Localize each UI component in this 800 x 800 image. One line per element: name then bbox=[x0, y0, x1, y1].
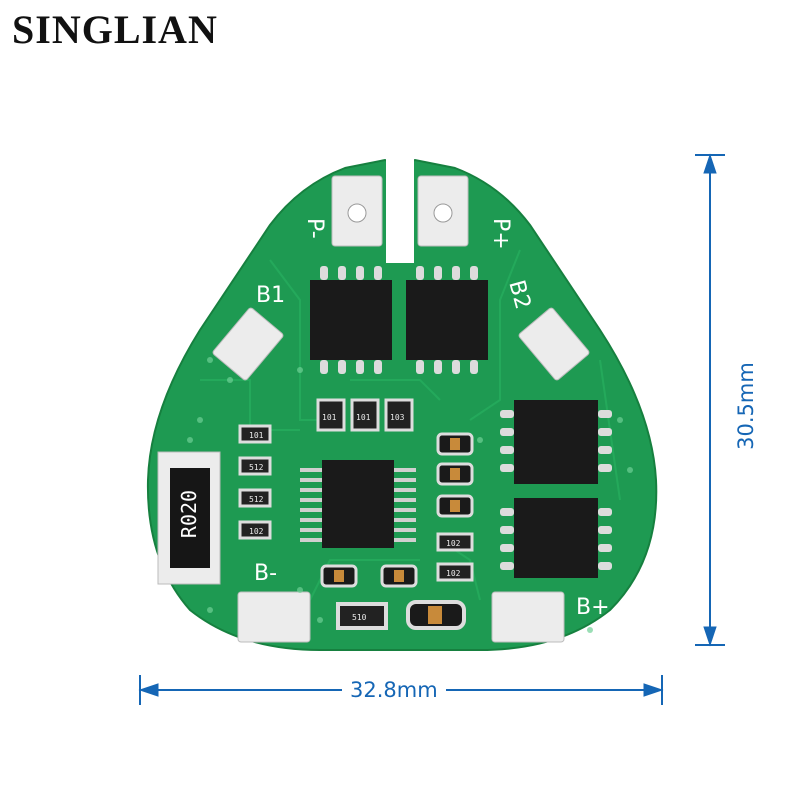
svg-text:103: 103 bbox=[390, 413, 405, 422]
svg-text:101: 101 bbox=[356, 413, 371, 422]
label-p-plus: P+ bbox=[488, 218, 513, 250]
shunt-resistor: R020 bbox=[157, 451, 221, 585]
protection-ic bbox=[300, 460, 416, 548]
vias bbox=[187, 357, 633, 633]
mosfet-chip-3 bbox=[500, 400, 612, 484]
dimension-height bbox=[695, 153, 725, 647]
pad-b2 bbox=[518, 307, 590, 381]
svg-text:101: 101 bbox=[322, 413, 337, 422]
capacitor-column: 102 102 bbox=[436, 432, 474, 582]
brand-logo: SINGLIAN bbox=[12, 7, 218, 52]
svg-text:510: 510 bbox=[352, 613, 367, 622]
mosfet-chip-4 bbox=[500, 498, 612, 578]
svg-text:102: 102 bbox=[249, 527, 264, 536]
svg-text:512: 512 bbox=[249, 463, 264, 472]
label-p-minus: P- bbox=[302, 218, 327, 239]
shunt-label: R020 bbox=[177, 490, 201, 538]
label-b1: B1 bbox=[256, 283, 285, 308]
svg-text:102: 102 bbox=[446, 539, 461, 548]
resistor-bottom bbox=[336, 602, 388, 630]
label-b-minus: B- bbox=[254, 561, 277, 586]
svg-text:512: 512 bbox=[249, 495, 264, 504]
svg-text:101: 101 bbox=[249, 431, 264, 440]
width-label: 32.8mm bbox=[342, 678, 446, 702]
resistor-column-left: 101 512 512 102 bbox=[238, 424, 272, 540]
pad-b1 bbox=[212, 307, 284, 381]
height-label: 30.5mm bbox=[733, 356, 758, 456]
label-b-plus: B+ bbox=[576, 595, 610, 620]
pad-b-plus bbox=[491, 591, 565, 643]
mosfet-chip-1 bbox=[310, 266, 392, 374]
resistor-row-top: 101 101 103 bbox=[316, 398, 414, 432]
board-notch bbox=[386, 158, 414, 263]
mosfet-chip-2 bbox=[406, 266, 488, 374]
svg-text:102: 102 bbox=[446, 569, 461, 578]
pad-b-minus bbox=[237, 591, 311, 643]
